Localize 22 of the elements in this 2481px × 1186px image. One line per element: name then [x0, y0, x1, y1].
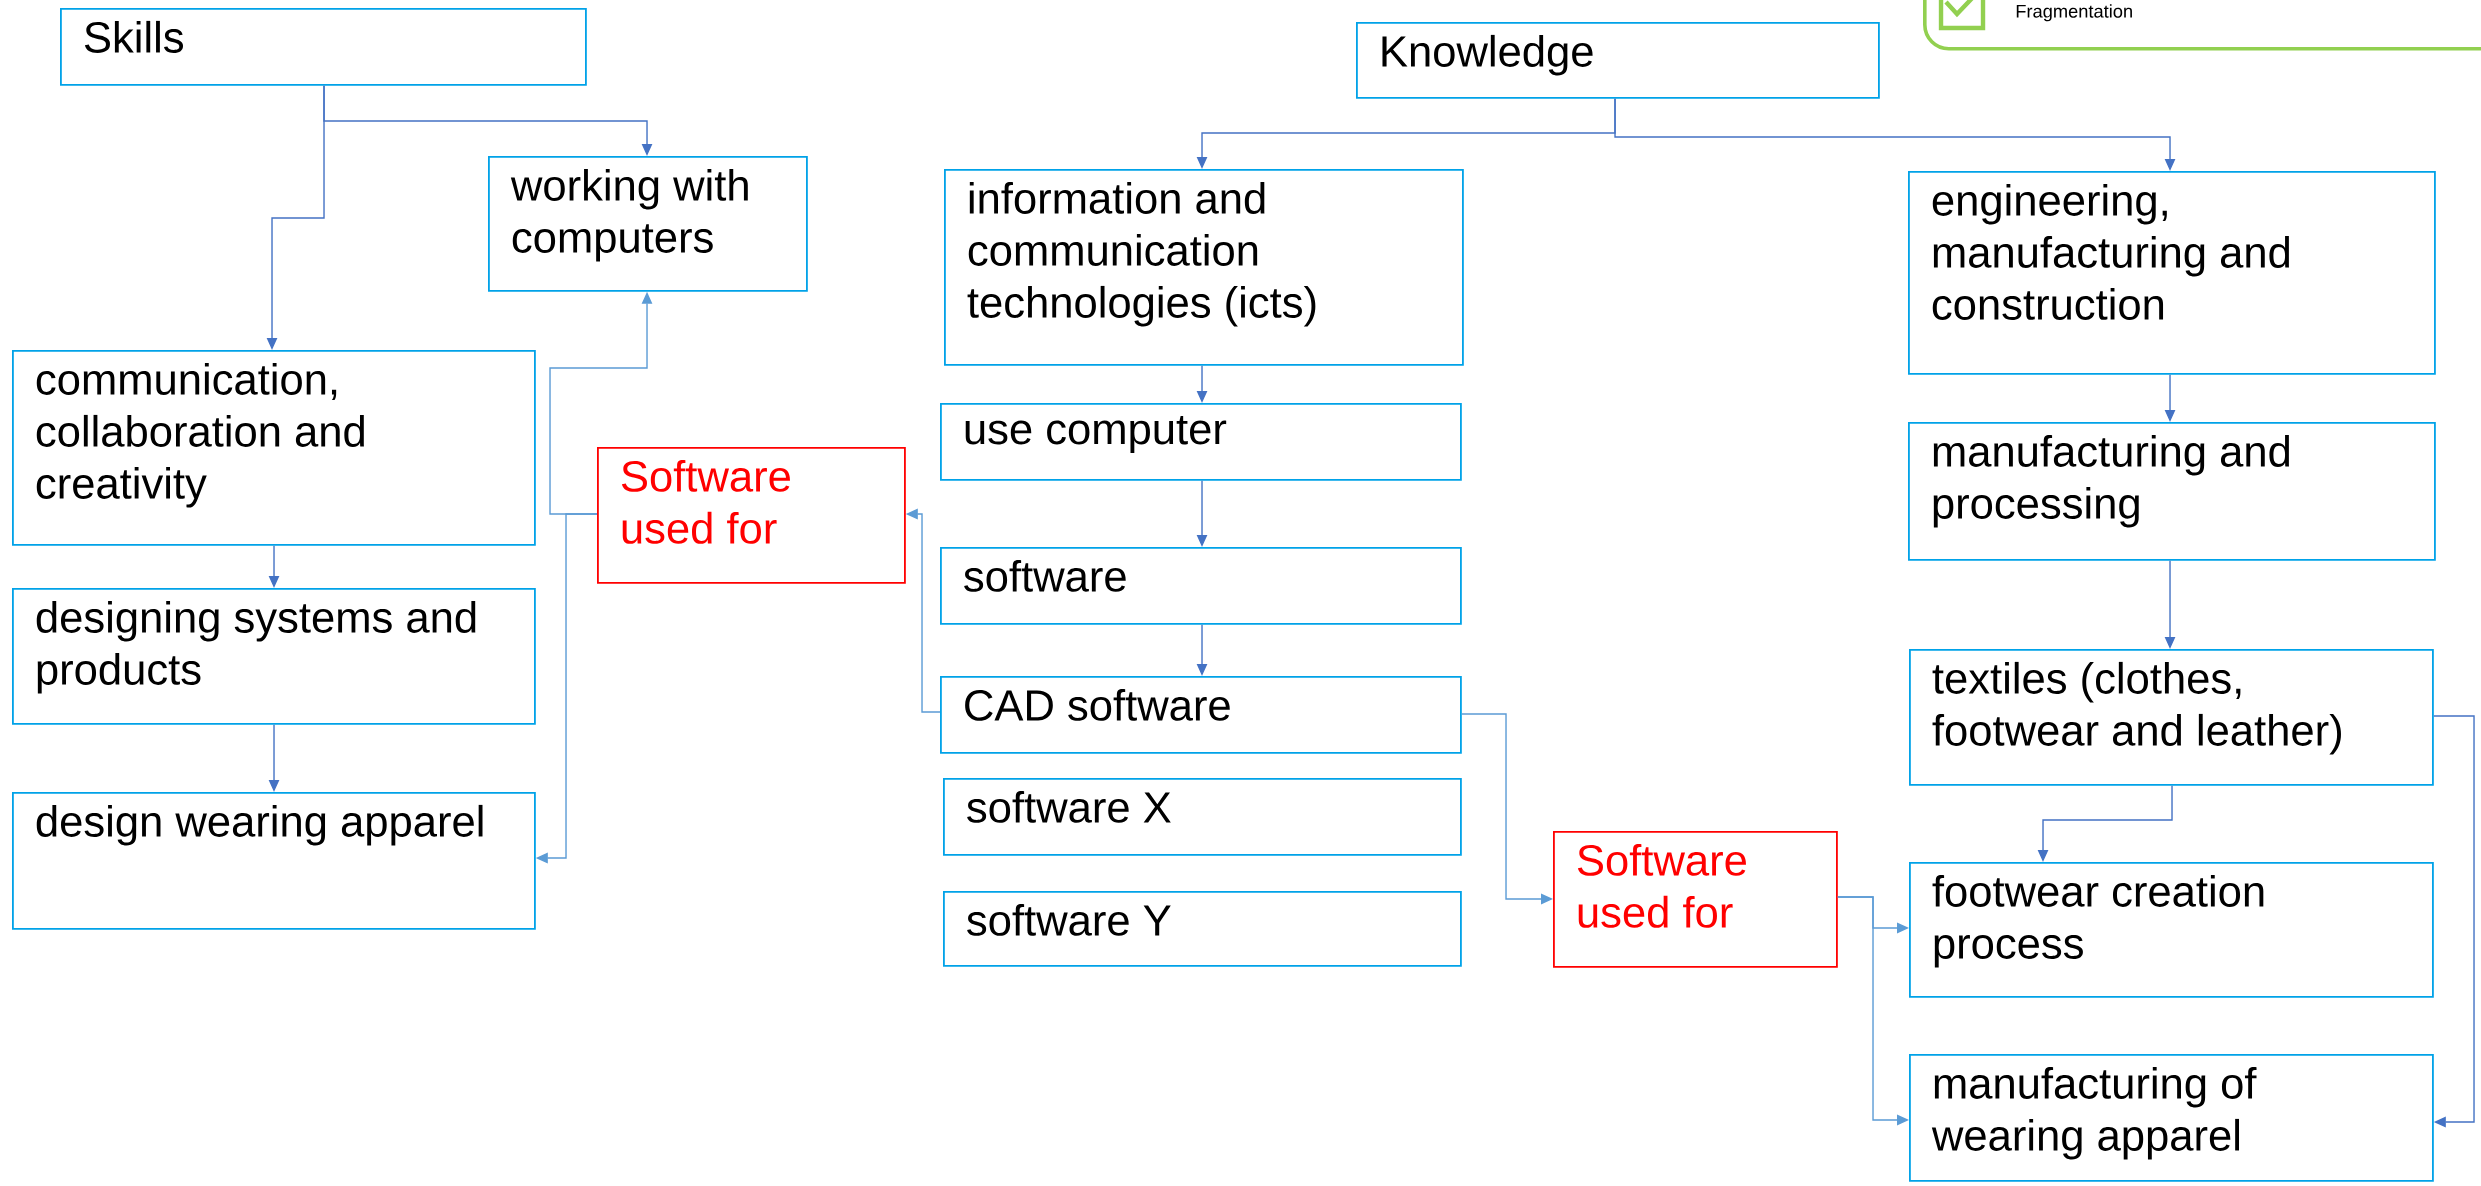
text-box: working with computers — [488, 156, 808, 292]
text-box: software Y — [943, 891, 1462, 967]
text-box: Knowledge — [1356, 22, 1880, 99]
text-box: engineering, manufacturing and construction — [1908, 171, 2436, 375]
text-box: design wearing apparel — [12, 792, 536, 930]
text-box: software — [940, 547, 1462, 625]
text-box: use computer — [940, 403, 1462, 481]
panel-text: Fragmentation — [2016, 4, 2132, 22]
text-box: software X — [943, 778, 1462, 856]
text-box: communication, collaboration and creativity — [12, 350, 536, 546]
text-box: designing systems and products — [12, 588, 536, 725]
text-box: Skills — [60, 8, 587, 86]
panel-box — [1923, 0, 2481, 51]
text-box: Software used for — [1553, 831, 1838, 968]
arrow — [2433, 715, 2475, 1128]
text-box: information and communication technologies (icts) — [944, 169, 1464, 366]
text-box: textiles (clothes, footwear and leather) — [1909, 649, 2434, 786]
text-box: footwear creation process — [1909, 862, 2434, 998]
text-box: manufacturing and processing — [1908, 422, 2436, 561]
text-box: manufacturing of wearing apparel — [1909, 1054, 2434, 1182]
text-box: Software used for — [597, 447, 906, 584]
text-box: CAD software — [940, 676, 1462, 754]
